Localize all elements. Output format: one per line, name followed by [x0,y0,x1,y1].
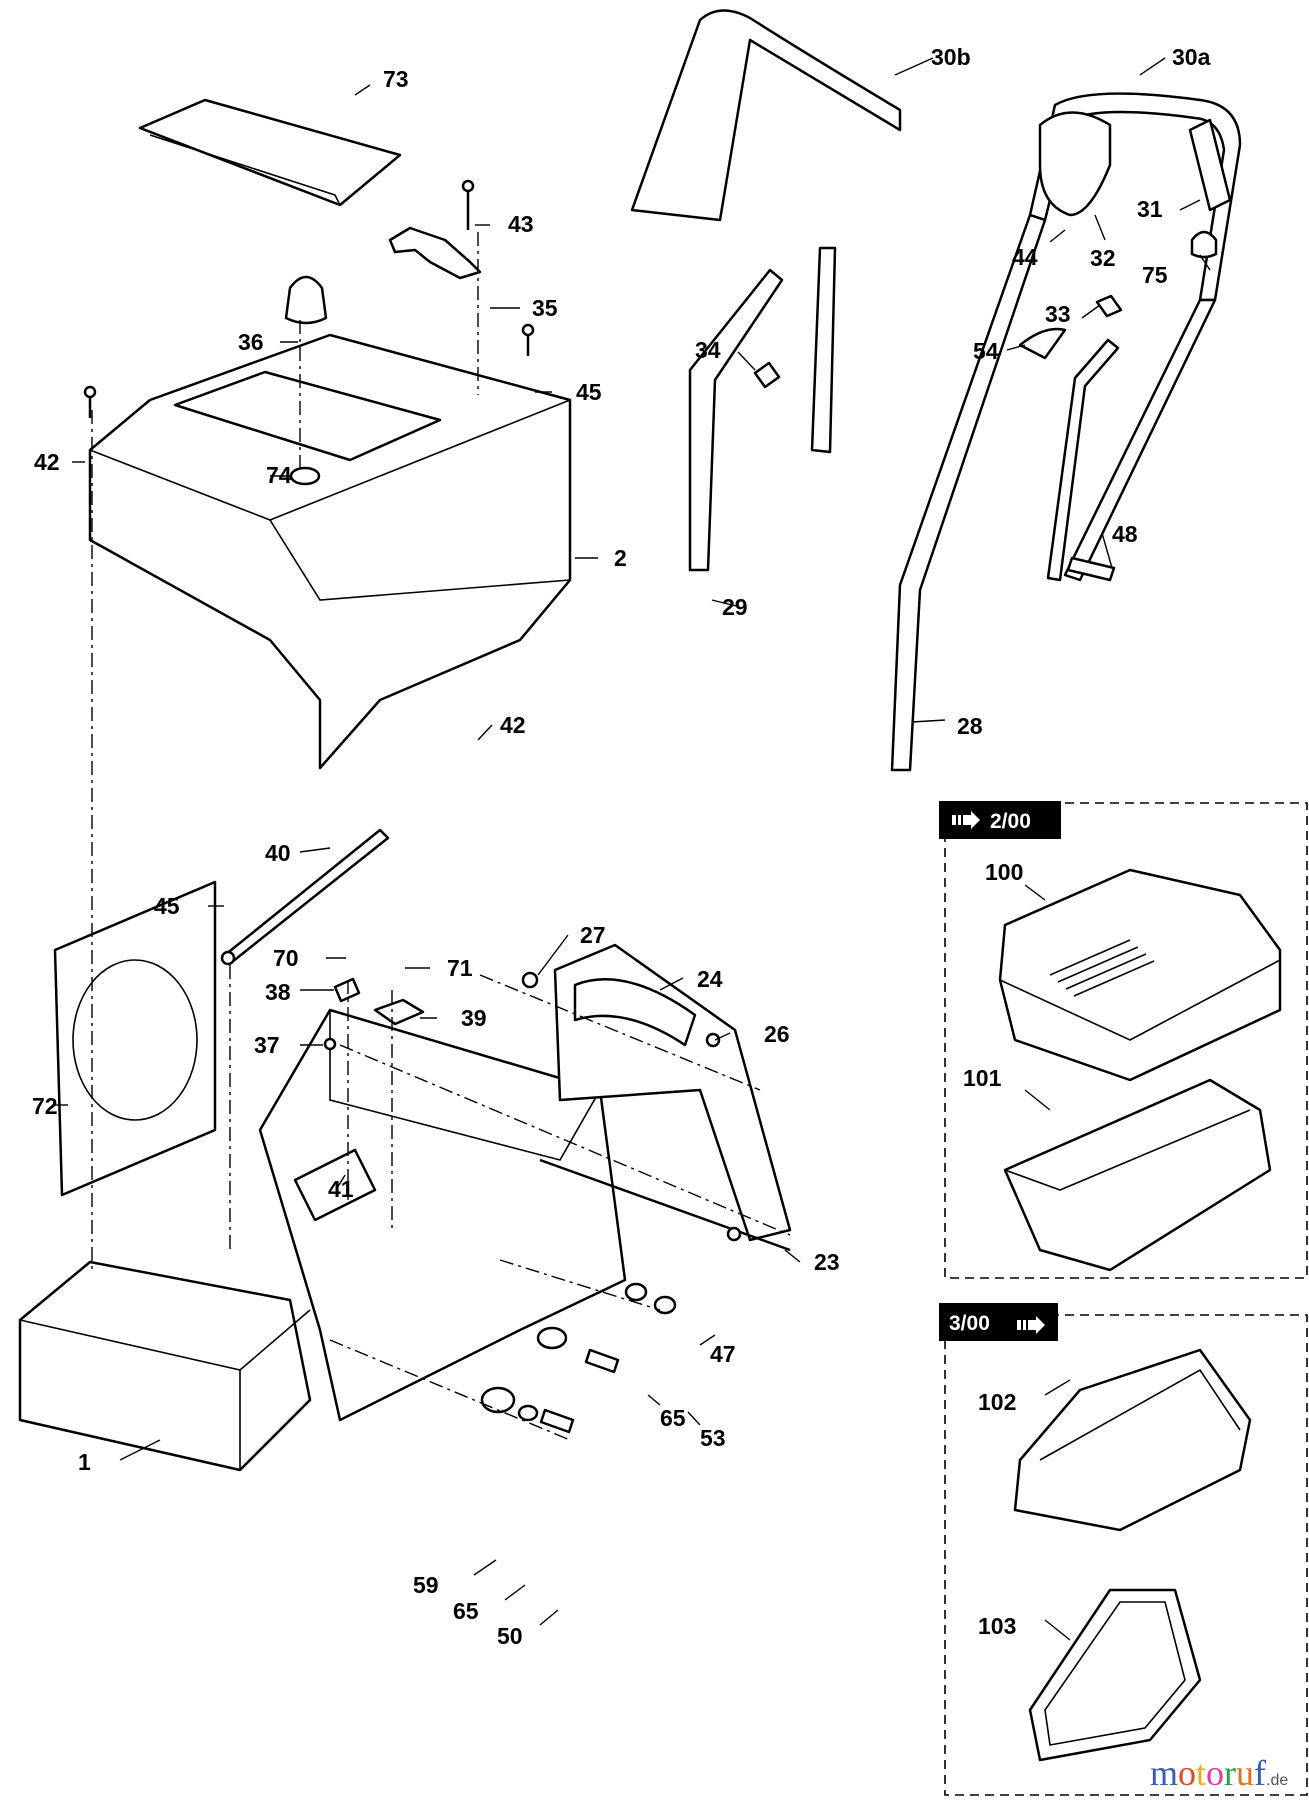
part-65-nut [624,1282,648,1302]
part-38-clip [333,977,361,1003]
part-cable-tube [1046,338,1120,582]
part-label-38: 38 [265,979,291,1005]
leader-lines [55,57,1211,1641]
part-label-70: 70 [273,945,299,971]
part-101-grass-bag-base [1003,1078,1272,1272]
part-label-32: 32 [1090,245,1116,271]
part-label-29: 29 [722,594,748,620]
part-59-washer [480,1386,516,1414]
part-label-33: 33 [1045,301,1071,327]
part-37-nut [323,1037,337,1051]
part-32-switch-box [1038,111,1112,217]
part-47-screw [726,1226,742,1242]
part-label-101: 101 [963,1065,1002,1091]
part-label-59: 59 [413,1572,439,1598]
part-31-lever [1188,118,1232,212]
part-label-42: 42 [34,449,60,475]
part-75-plug [1190,230,1218,259]
part-28-lower-handle [890,213,1047,772]
part-45-washer [220,950,236,966]
part-label-45: 45 [154,893,180,919]
part-label-27: 27 [580,922,606,948]
part-30b-upper-handle [630,9,902,222]
part-label-53: 53 [700,1425,726,1451]
watermark-logo: motoruf.de [1150,1753,1288,1793]
part-label-50: 50 [497,1623,523,1649]
part-34-clip [753,361,781,389]
part-label-26: 26 [764,1021,790,1047]
part-label-47: 47 [710,1341,736,1367]
part-26-clip [705,1032,721,1048]
right-arrow-icon [952,811,980,829]
part-label-73: 73 [383,66,409,92]
part-label-28: 28 [957,713,983,739]
part-label-65: 65 [660,1405,686,1431]
part-label-42: 42 [500,712,526,738]
part-label-36: 36 [238,329,264,355]
part-29-lower-handle [688,268,784,572]
part-label-30a: 30a [1172,44,1211,70]
part-label-2: 2 [614,545,627,571]
part-label-74: 74 [266,462,292,488]
part-2-housing [88,333,572,770]
part-73-cover-plate [138,98,402,207]
part-label-41: 41 [328,1176,354,1202]
part-41-capacitor [293,1148,377,1222]
part-chassis [258,1008,627,1422]
part-label-103: 103 [978,1613,1016,1639]
right-arrow-icon [1017,1316,1045,1334]
part-label-65: 65 [453,1598,479,1624]
part-53-nut [653,1295,677,1315]
part-label-54: 54 [973,338,999,364]
part-50-bolt [539,1408,575,1434]
part-label-102: 102 [978,1389,1016,1415]
part-54-clip [1018,327,1067,360]
part-label-71: 71 [447,955,473,981]
part-label-24: 24 [697,966,723,992]
part-label-100: 100 [985,859,1023,885]
part-40-strap [223,828,390,964]
variant-header-text-3-00: 3/00 [949,1312,990,1335]
part-label-39: 39 [461,1005,487,1031]
part-label-1: 1 [78,1449,91,1475]
part-23-rod [539,1158,791,1252]
part-36-knob [284,275,328,325]
part-72-side-plate [53,880,217,1197]
part-65-nut-2 [517,1404,539,1422]
svg-text:motoruf.de: motoruf.de [1150,1753,1288,1793]
part-103-bag-frame [1028,1588,1202,1762]
variant-box-3-00 [944,1314,1308,1796]
part-label-72: 72 [32,1093,58,1119]
part-100-grass-bag-top [998,868,1282,1082]
part-24-bracket [553,943,792,1242]
variant-header-text-2-00: 2/00 [990,810,1031,833]
part-1-front-roller-cover [18,1260,312,1472]
part-102-grass-bag [1013,1348,1252,1532]
part-33-grommet [1095,294,1123,318]
part-label-23: 23 [814,1249,840,1275]
part-label-44: 44 [1012,244,1038,270]
part-35-bracket [388,226,482,280]
part-label-34: 34 [695,337,721,363]
part-27-clip [521,971,539,989]
part-label-45: 45 [576,379,602,405]
part-handle-tube [810,246,837,454]
part-label-31: 31 [1137,196,1163,222]
variant-box-2-00 [944,802,1308,1279]
part-label-43: 43 [508,211,534,237]
part-2-opening [173,370,442,462]
part-label-30b: 30b [931,44,971,70]
part-label-40: 40 [265,840,291,866]
part-48-bolt [1066,556,1116,582]
part-39-clamp [373,998,425,1026]
part-label-35: 35 [532,295,558,321]
part-74-washer [289,466,321,486]
part-label-48: 48 [1112,521,1138,547]
part-label-75: 75 [1142,262,1168,288]
part-label-37: 37 [254,1032,280,1058]
part-labels: 73 43 35 36 45 42 74 2 42 40 45 70 71 27 24 38 39 37 26 72 4… [32,44,1211,1649]
